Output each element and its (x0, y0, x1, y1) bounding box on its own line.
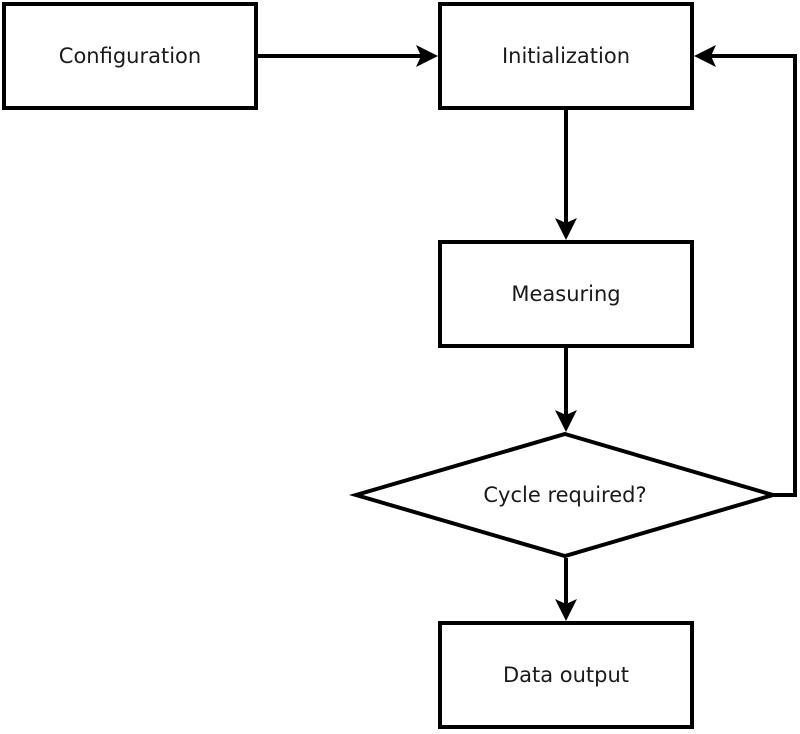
measuring-label: Measuring (511, 282, 620, 306)
node-data-output[interactable]: Data output (438, 621, 694, 729)
cycle-required-label: Cycle required? (483, 483, 646, 507)
edge-line-feedback-loop (698, 54, 797, 497)
edge-initialization-to-measuring (555, 110, 577, 240)
initialization-label: Initialization (502, 44, 630, 68)
cycle-required-diamond[interactable] (348, 431, 781, 559)
edge-measuring-to-cycle-required (555, 348, 577, 432)
edge-cycle-required-to-initialization-loop (694, 45, 797, 497)
arrow-head-down-into-decision (555, 410, 577, 432)
data-output-label: Data output (503, 663, 629, 687)
edge-cycle-required-to-data-output (555, 558, 577, 621)
measuring-box[interactable] (438, 240, 694, 348)
edge-configuration-to-initialization (258, 45, 438, 67)
arrow-head-right-into-initialization (416, 45, 438, 67)
node-initialization[interactable]: Initialization (438, 2, 694, 110)
data-output-box[interactable] (438, 621, 694, 729)
node-cycle-required[interactable]: Cycle required? (348, 431, 781, 559)
arrow-head-left-into-initialization (694, 45, 716, 67)
initialization-box[interactable] (438, 2, 694, 110)
arrow-head-down-into-data-output (555, 599, 577, 621)
configuration-label: Configuration (59, 44, 201, 68)
node-measuring[interactable]: Measuring (438, 240, 694, 348)
arrow-head-down-into-measuring (555, 218, 577, 240)
configuration-box[interactable] (2, 2, 258, 110)
node-configuration[interactable]: Configuration (2, 2, 258, 110)
